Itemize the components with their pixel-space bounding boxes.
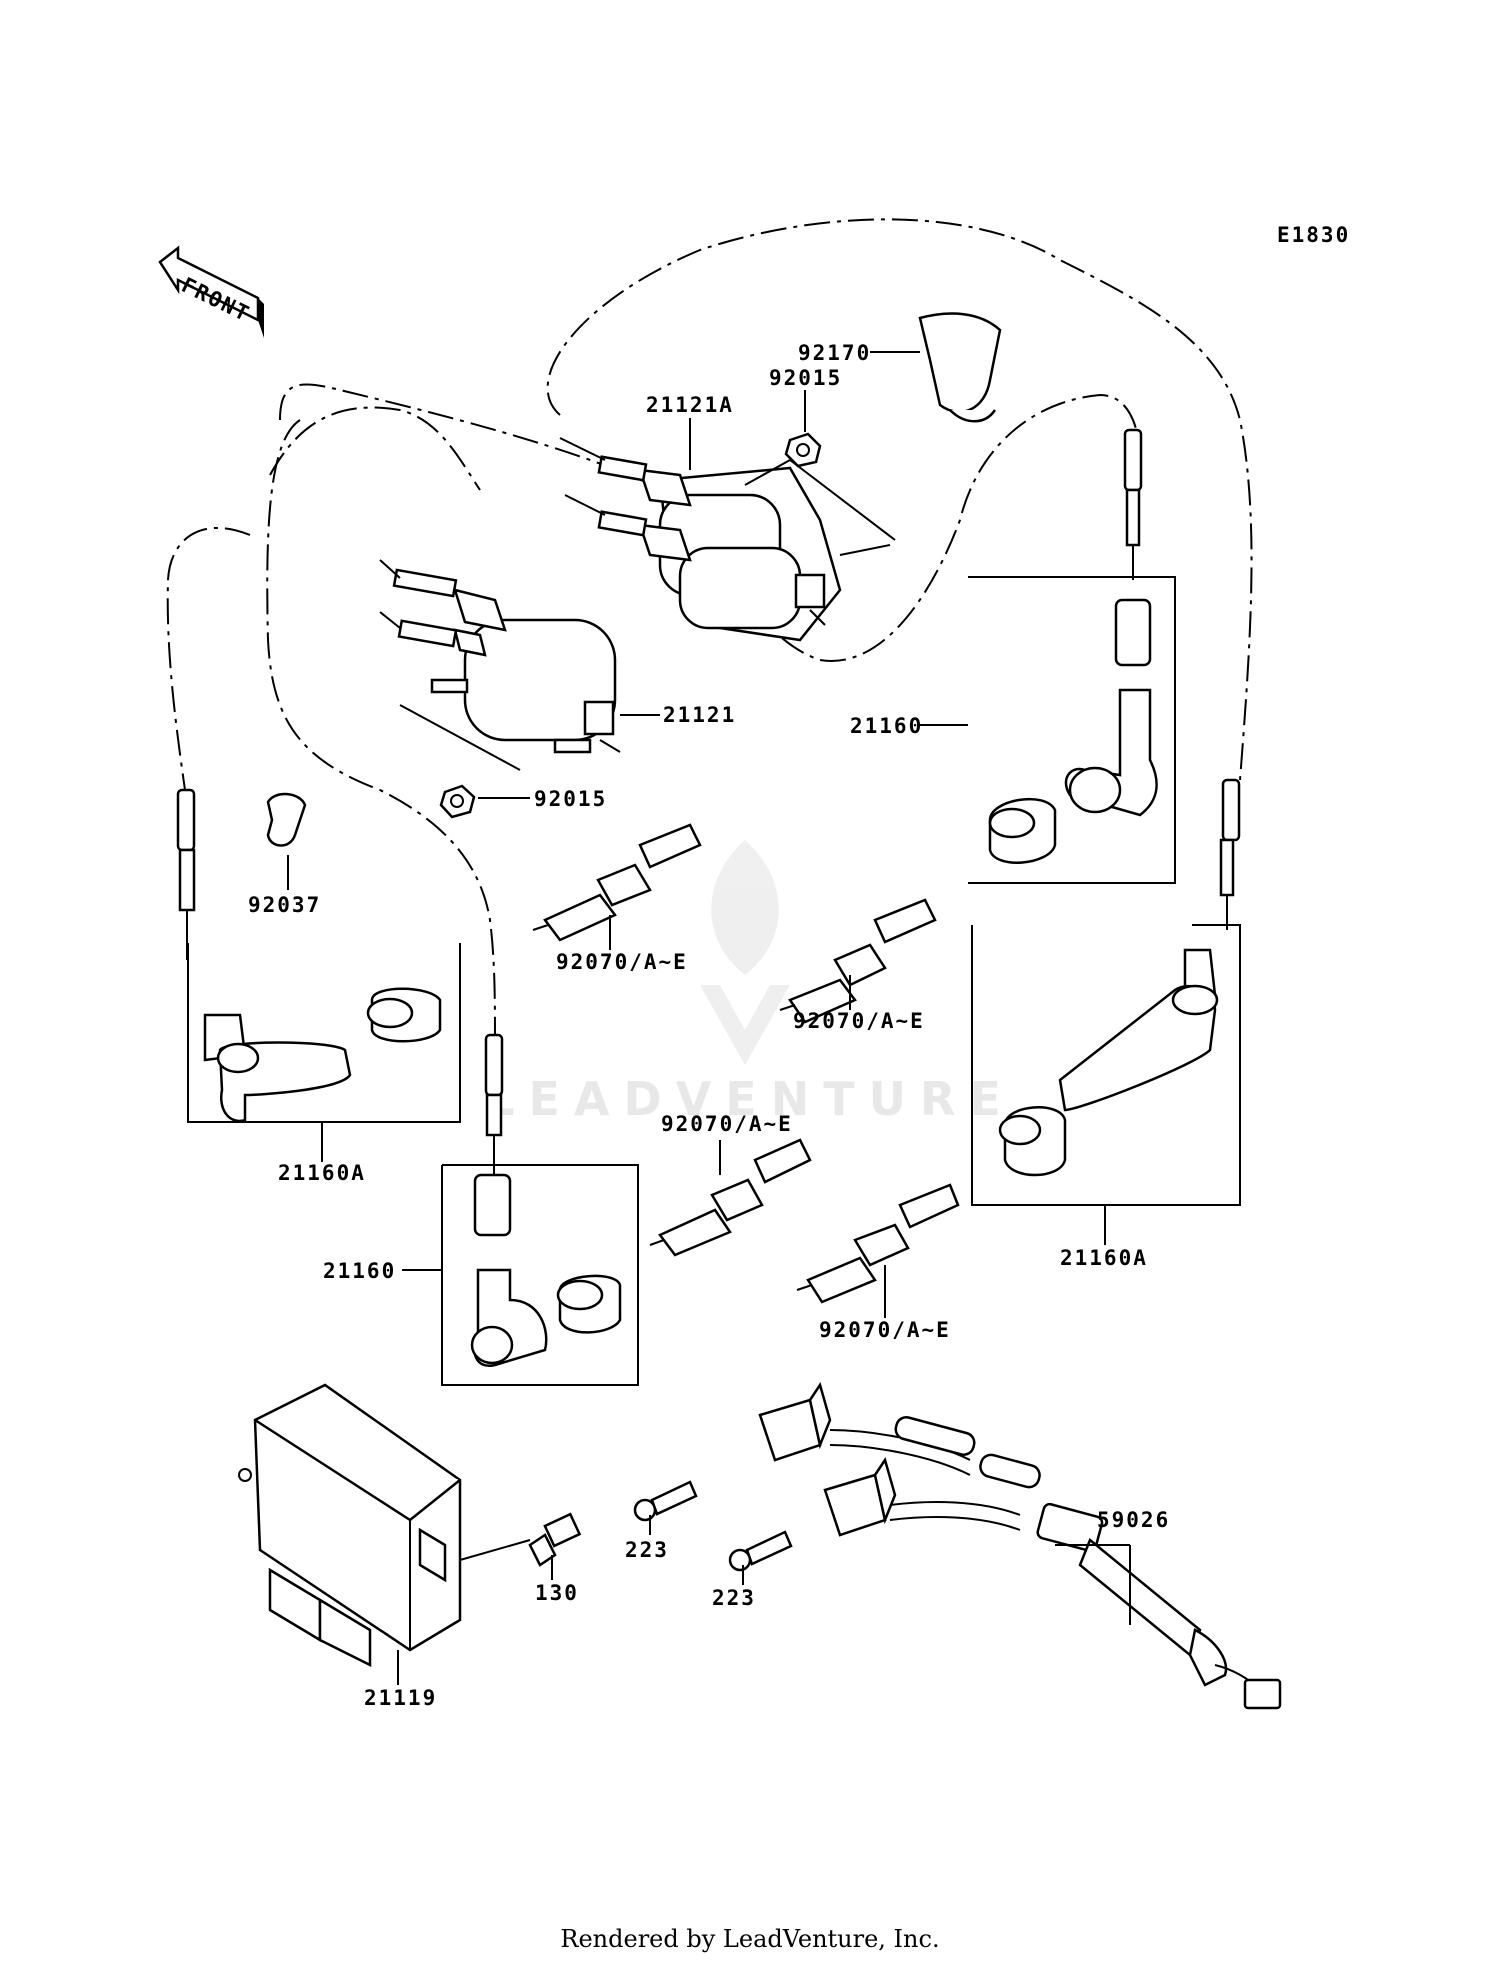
igniter-21119 (238, 1383, 462, 1668)
front-wire-routing (279, 383, 1141, 662)
footer-credit: Rendered by LeadVenture, Inc. (560, 1925, 940, 1953)
callout-21121a: 21121A (646, 393, 734, 417)
callout-21160a-left: 21160A (278, 1161, 366, 1185)
hv-wire-right-top (1123, 428, 1143, 580)
rear-wire-routing (546, 218, 1253, 781)
leadventure-watermark: LEADVENTURE (485, 840, 1015, 1126)
clamp-92170 (918, 312, 1002, 423)
spark-plug-c (649, 1138, 812, 1257)
ignition-coil-21121a (559, 437, 896, 642)
screw-223-b (728, 1530, 793, 1572)
bolt-130 (528, 1512, 582, 1567)
plug-cap-21160a-right (971, 924, 1241, 1206)
hv-wire-left (176, 788, 196, 960)
callout-223-a: 223 (625, 1538, 669, 1562)
watermark-text: LEADVENTURE (485, 1072, 1015, 1126)
callout-59026: 59026 (1097, 1508, 1170, 1532)
outer-left-wire-routing (266, 419, 496, 1051)
spark-plug-d (796, 1183, 960, 1304)
callout-92015-left: 92015 (534, 787, 607, 811)
callout-21119: 21119 (364, 1686, 437, 1710)
nut-92015-left (439, 784, 476, 819)
callout-92070-b: 92070/A~E (793, 1009, 925, 1033)
ignition-coil-21121 (379, 559, 621, 771)
plug-cap-21160-right (968, 576, 1176, 884)
callout-labels: 92170 92015 21121A 21121 92015 21160 920… (248, 341, 1170, 1710)
clip-92037 (266, 792, 307, 847)
hv-wire-right-bottom (1219, 778, 1241, 930)
screw-223-a (633, 1480, 698, 1522)
pickup-coil-harness-59026 (758, 1382, 1282, 1710)
front-arrow-icon: FRONT (158, 245, 264, 338)
nut-92015-top (784, 432, 822, 468)
callout-92015-top: 92015 (769, 366, 842, 390)
hv-wire-center (484, 1033, 504, 1175)
left-wire-routing (269, 406, 481, 491)
leader-lines (287, 351, 1131, 1685)
callout-21121: 21121 (663, 703, 736, 727)
callout-92037: 92037 (248, 893, 321, 917)
callout-92070-c: 92070/A~E (661, 1112, 793, 1136)
callout-92070-a: 92070/A~E (556, 950, 688, 974)
callout-92170: 92170 (798, 341, 871, 365)
plug-cap-21160a-left (187, 943, 461, 1123)
callout-92070-d: 92070/A~E (819, 1318, 951, 1342)
callout-130: 130 (535, 1581, 579, 1605)
left-spark-wire (166, 526, 251, 791)
callout-21160-right: 21160 (850, 714, 923, 738)
callout-21160a-right: 21160A (1060, 1246, 1148, 1270)
spark-plug-b (779, 898, 937, 1024)
spark-plug-a (532, 823, 702, 942)
callout-223-b: 223 (712, 1586, 756, 1610)
plug-cap-21160-left (441, 1164, 639, 1386)
diagram-code: E1830 (1277, 223, 1350, 247)
callout-21160-left: 21160 (323, 1259, 396, 1283)
